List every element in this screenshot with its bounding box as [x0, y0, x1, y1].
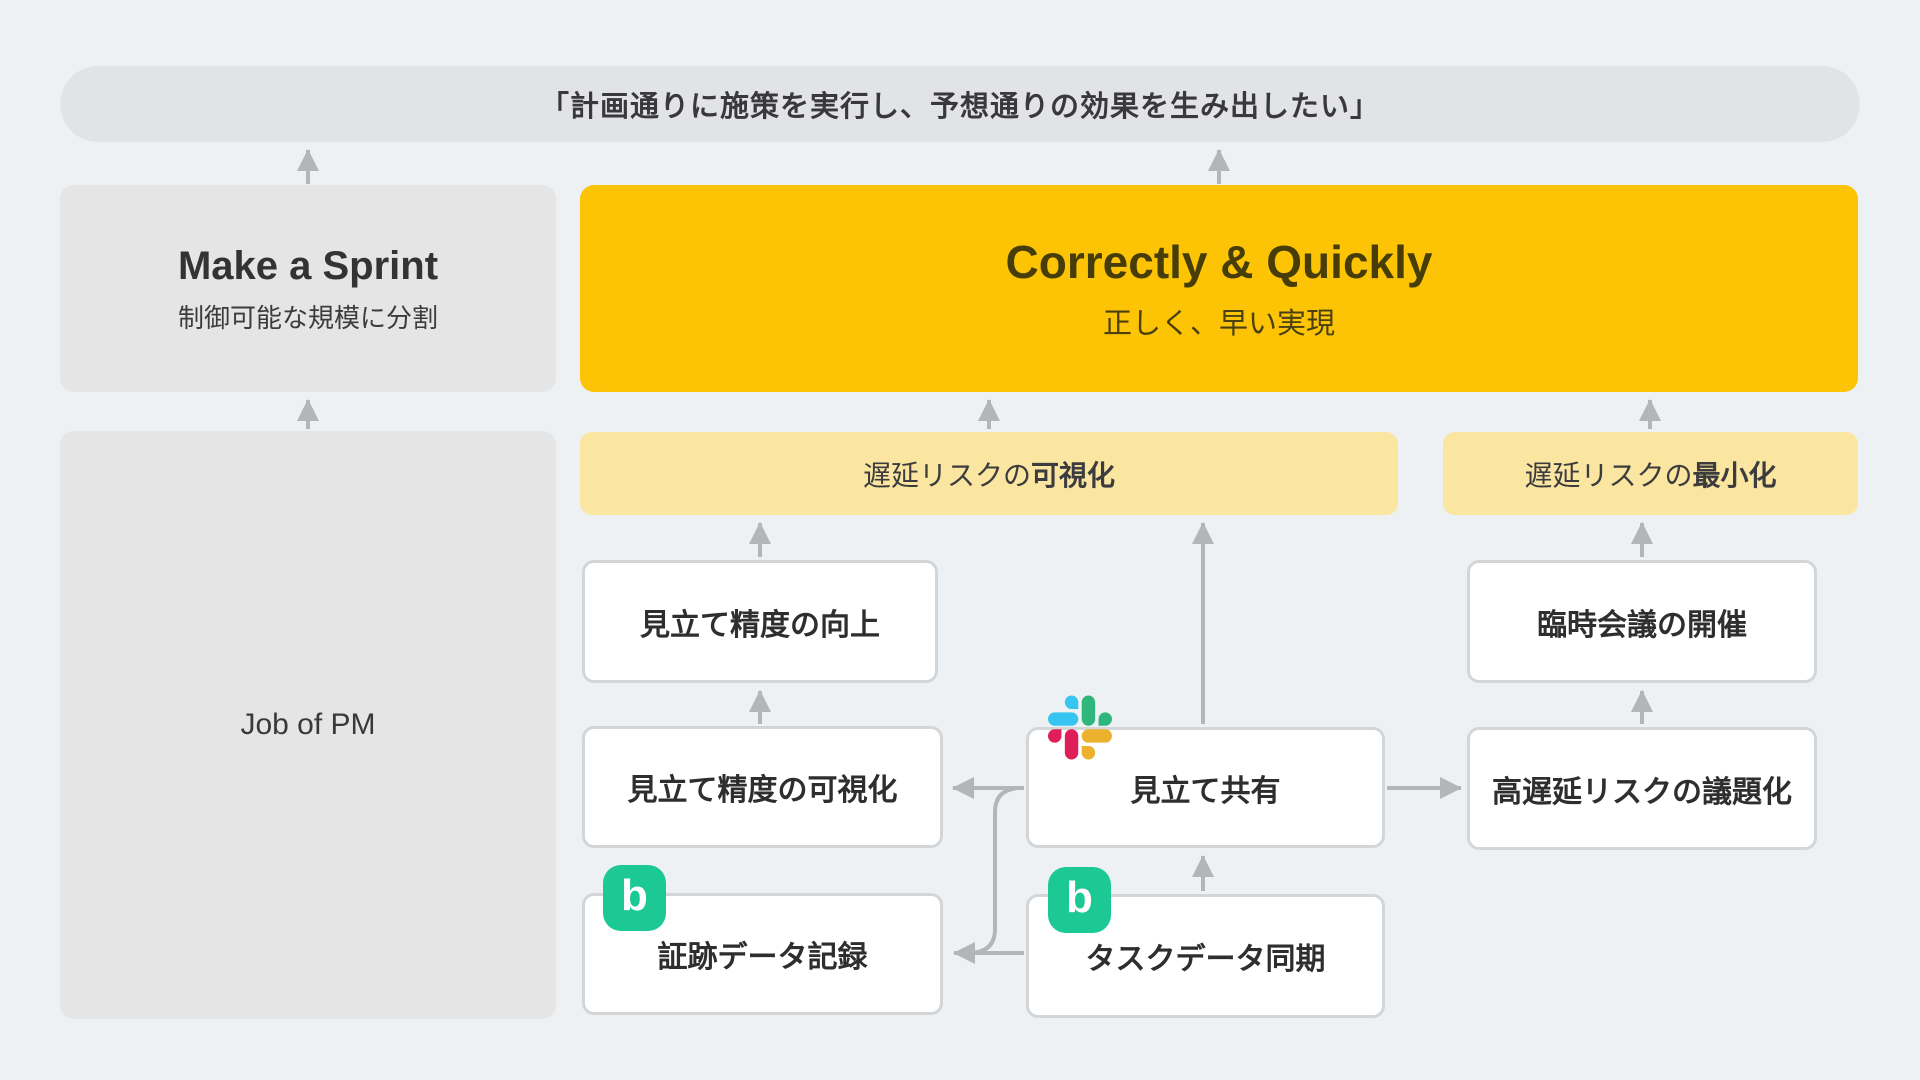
correctly-quickly-subtitle: 正しく、早い実現	[1102, 308, 1335, 341]
risk-visualization-box: 遅延リスクの可視化	[580, 432, 1398, 515]
node-task-data-sync: b タスクデータ同期	[1026, 867, 1385, 1018]
correctly-quickly-title: Correctly & Quickly	[1005, 235, 1433, 288]
node-adhoc-meeting: 臨時会議の開催	[1467, 560, 1817, 683]
node-label: 臨時会議の開催	[1537, 608, 1747, 642]
make-a-sprint-title: Make a Sprint	[177, 244, 439, 288]
risk-visualization-prefix: 遅延リスクの	[862, 459, 1031, 491]
make-a-sprint-subtitle: 制御可能な規模に分割	[177, 303, 438, 333]
b-app-glyph: b	[1066, 873, 1093, 922]
correctly-quickly-box: Correctly & Quickly 正しく、早い実現	[580, 185, 1858, 392]
node-label: タスクデータ同期	[1085, 943, 1326, 976]
node-estimate-accuracy-up: 見立て精度の向上	[582, 560, 938, 683]
node-label: 高遅延リスクの議題化	[1492, 775, 1792, 809]
node-label: 証跡データ記録	[657, 941, 868, 974]
node-estimate-accuracy-visualize: 見立て精度の可視化	[582, 726, 943, 848]
node-label: 見立て精度の可視化	[627, 774, 898, 807]
make-a-sprint-box: Make a Sprint 制御可能な規模に分割	[60, 185, 556, 392]
job-of-pm-label: Job of PM	[240, 708, 376, 741]
risk-minimization-box: 遅延リスクの最小化	[1443, 432, 1858, 515]
slack-icon	[1048, 695, 1112, 760]
node-high-delay-agenda: 高遅延リスクの議題化	[1467, 727, 1817, 850]
b-app-icon: b	[1048, 867, 1111, 933]
node-evidence-record: b 証跡データ記録	[582, 865, 943, 1015]
node-label: 見立て共有	[1130, 774, 1281, 808]
risk-visualization-emphasis: 可視化	[1031, 459, 1116, 491]
goal-pill: 「計画通りに施策を実行し、予想通りの効果を生み出したい」	[60, 66, 1860, 142]
job-of-pm-box: Job of PM	[60, 431, 556, 1019]
node-estimate-share: 見立て共有	[1026, 695, 1385, 848]
b-app-icon: b	[603, 865, 666, 931]
goal-text: 「計画通りに施策を実行し、予想通りの効果を生み出したい」	[539, 91, 1380, 123]
b-app-glyph: b	[621, 871, 648, 920]
risk-minimization-prefix: 遅延リスクの	[1524, 459, 1693, 491]
node-label: 見立て精度の向上	[640, 608, 880, 642]
risk-minimization-emphasis: 最小化	[1692, 459, 1777, 491]
